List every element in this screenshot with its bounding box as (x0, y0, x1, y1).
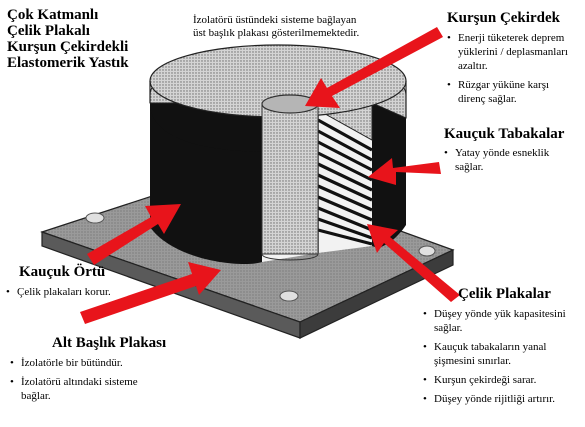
kaucuk-tabakalar-label: Kauçuk Tabakalar Yatay yönde esnekliksağ… (444, 126, 582, 179)
bolt-hole (279, 290, 299, 302)
arrow-kaucuk-ortu (87, 204, 181, 265)
arrow-kursun (305, 27, 443, 108)
celik-plakalar-label: Çelik Plakalar Düşey yönde yük kapasites… (423, 286, 583, 411)
lead-core (261, 94, 319, 261)
main-title: Çok Katmanlı Çelik Plakalı Kurşun Çekird… (7, 7, 129, 71)
alt-baslik-plakasi-label: Alt Başlık Plakası İzolatörle bir bütünd… (10, 335, 232, 408)
bullet-item: İzolatörle bir bütündür. (10, 356, 232, 370)
bullet-item: Çelik plakaları korur. (6, 285, 189, 299)
bullet-item: Kurşun çekirdeği sarar. (423, 373, 583, 387)
bolt-hole (85, 212, 105, 224)
kaucuk-ortu-label: Kauçuk Örtü Çelik plakaları korur. (6, 264, 189, 304)
kursun-cekirdek-label: Kurşun Çekirdek Enerji tüketerek depremy… (447, 10, 582, 111)
rubber-cover (150, 103, 406, 265)
arrow-kaucuk-tabaka (368, 158, 441, 185)
arrow-celik (367, 224, 460, 302)
bullet-item: Düşey yönde rijitliği artırır. (423, 392, 583, 406)
bolt-hole (418, 245, 436, 257)
top-note: İzolatörü üstündeki sisteme bağlayan üst… (193, 14, 360, 39)
